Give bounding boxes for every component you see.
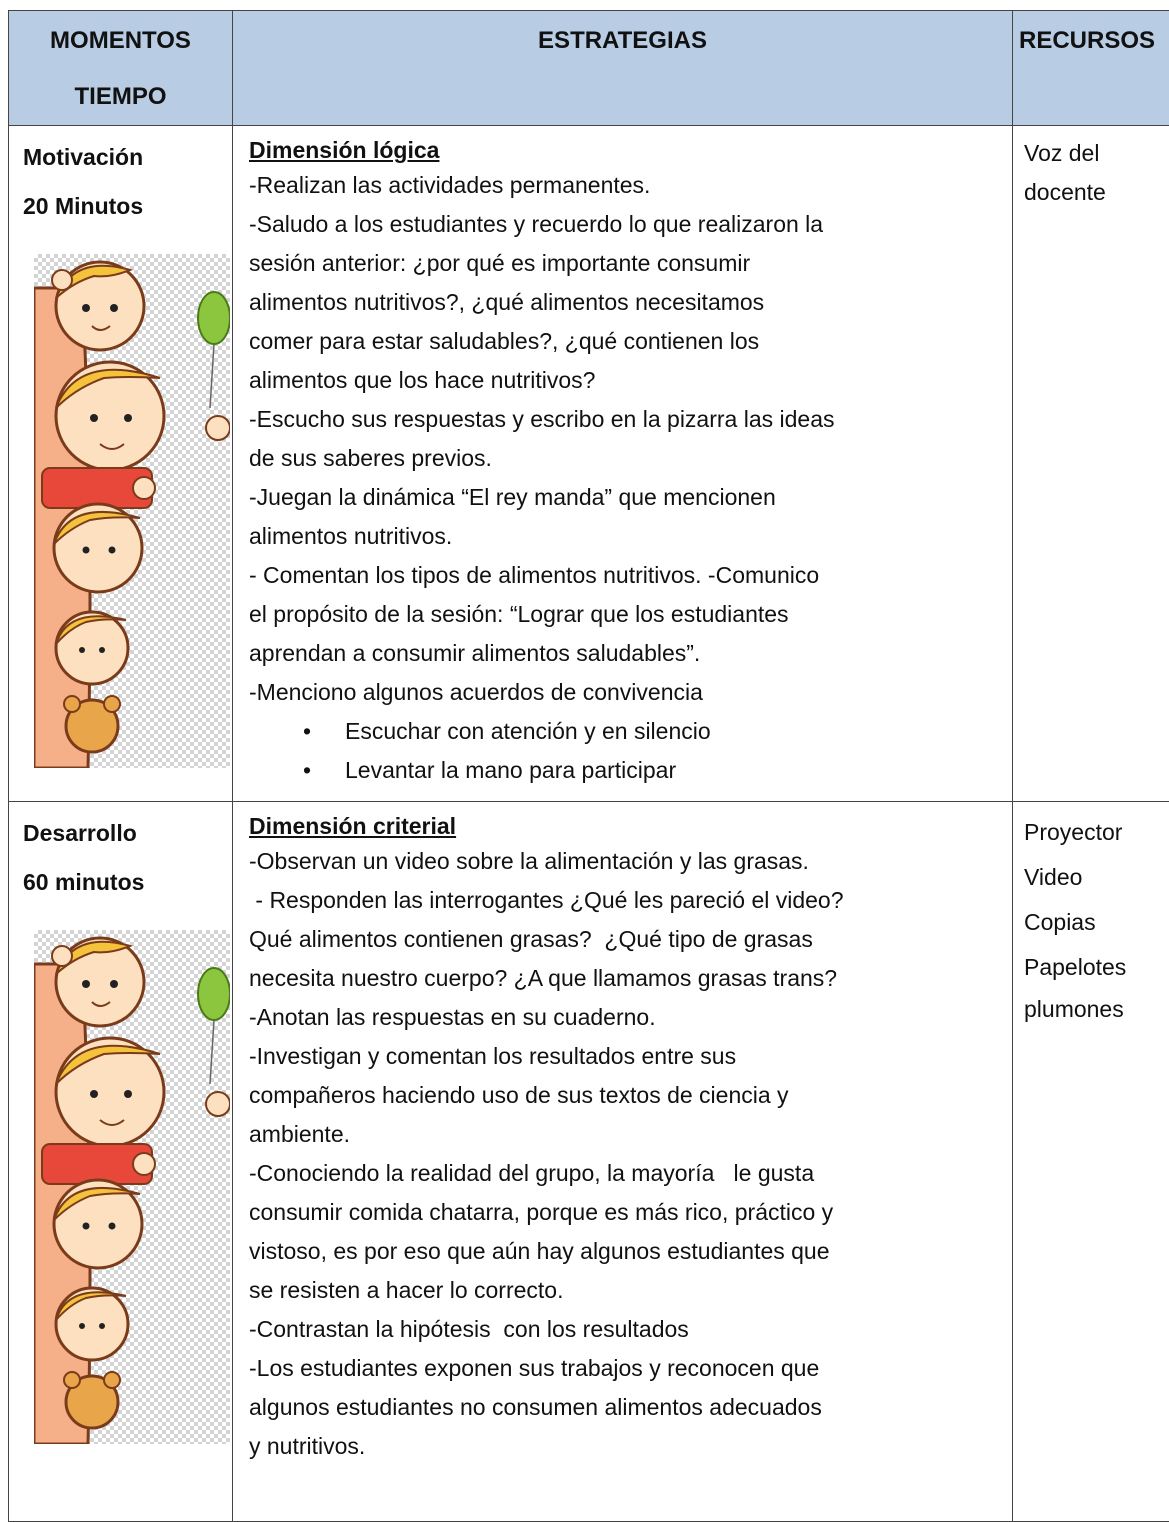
moment-name: Desarrollo — [23, 806, 232, 861]
strategy-line: de sus saberes previos. — [249, 439, 1002, 478]
moment-time: 20 Minutos — [23, 179, 232, 234]
resource-item: Voz del — [1024, 134, 1169, 173]
strategy-line: -Contrastan la hipótesis con los resulta… — [249, 1310, 1002, 1349]
moment-cell: Desarrollo 60 minutos — [9, 802, 233, 1522]
strategy-line: y nutritivos. — [249, 1427, 1002, 1466]
strategy-line: alimentos que los hace nutritivos? — [249, 361, 1002, 400]
strategy-line: necesita nuestro cuerpo? ¿A que llamamos… — [249, 959, 1002, 998]
children-illustration-graphic — [34, 248, 230, 768]
strategy-line: -Saludo a los estudiantes y recuerdo lo … — [249, 205, 1002, 244]
strategy-line: -Conociendo la realidad del grupo, la ma… — [249, 1154, 1002, 1193]
strategy-line: ambiente. — [249, 1115, 1002, 1154]
list-item: •Levantar la mano para participar — [345, 751, 1002, 790]
strategy-line: -Los estudiantes exponen sus trabajos y … — [249, 1349, 1002, 1388]
dimension-title: Dimensión criterial — [249, 810, 1002, 842]
strategies-cell: Dimensión criterial -Observan un video s… — [233, 802, 1013, 1522]
agreements-list: •Escuchar con atención y en silencio •Le… — [249, 712, 1002, 790]
table-row: Motivación 20 Minutos — [9, 126, 1169, 802]
moment-name: Motivación — [23, 130, 232, 185]
header-resources-cell: RECURSOS — [1013, 11, 1169, 126]
list-item: •Escuchar con atención y en silencio — [345, 712, 1002, 751]
resource-item: Copias — [1024, 900, 1169, 945]
strategy-line: -Investigan y comentan los resultados en… — [249, 1037, 1002, 1076]
resource-item: Papelotes — [1024, 945, 1169, 990]
strategy-line: vistoso, es por eso que aún hay algunos … — [249, 1232, 1002, 1271]
header-moment-cell: MOMENTOS TIEMPO — [9, 11, 233, 126]
resource-item: Video — [1024, 855, 1169, 900]
resource-item: docente — [1024, 173, 1169, 212]
resources-cell: Voz del docente — [1013, 126, 1169, 802]
moment-time: 60 minutos — [23, 855, 232, 910]
strategy-line: consumir comida chatarra, porque es más … — [249, 1193, 1002, 1232]
bullet-icon: • — [303, 712, 311, 751]
strategy-line: - Responden las interrogantes ¿Qué les p… — [249, 881, 1002, 920]
strategy-line: el propósito de la sesión: “Lograr que l… — [249, 595, 1002, 634]
strategy-line: -Observan un video sobre la alimentación… — [249, 842, 1002, 881]
header-time-label: TIEMPO — [9, 69, 232, 125]
moment-cell: Motivación 20 Minutos — [9, 126, 233, 802]
strategy-line: -Realizan las actividades permanentes. — [249, 166, 1002, 205]
table-row: Desarrollo 60 minutos — [9, 802, 1169, 1522]
list-item-text: Escuchar con atención y en silencio — [345, 718, 711, 744]
strategy-line: alimentos nutritivos. — [249, 517, 1002, 556]
header-row: MOMENTOS TIEMPO ESTRATEGIAS RECURSOS — [9, 11, 1169, 126]
resource-item: Proyector — [1024, 810, 1169, 855]
strategy-line: Qué alimentos contienen grasas? ¿Qué tip… — [249, 920, 1002, 959]
strategy-line: compañeros haciendo uso de sus textos de… — [249, 1076, 1002, 1115]
strategy-line: comer para estar saludables?, ¿qué conti… — [249, 322, 1002, 361]
clipped-heading-fragment — [0, 0, 1169, 10]
session-plan-table: MOMENTOS TIEMPO ESTRATEGIAS RECURSOS Mot… — [8, 10, 1169, 1522]
strategy-line: se resisten a hacer lo correcto. — [249, 1271, 1002, 1310]
header-strategies-cell: ESTRATEGIAS — [233, 11, 1013, 126]
children-peeking-illustration — [34, 924, 230, 1449]
strategy-line: - Comentan los tipos de alimentos nutrit… — [249, 556, 1002, 595]
children-peeking-illustration — [34, 248, 230, 773]
resources-cell: Proyector Video Copias Papelotes plumone… — [1013, 802, 1169, 1522]
strategy-line: -Escucho sus respuestas y escribo en la … — [249, 400, 1002, 439]
strategy-line: sesión anterior: ¿por qué es importante … — [249, 244, 1002, 283]
children-illustration-graphic — [34, 924, 230, 1444]
strategies-cell: Dimensión lógica -Realizan las actividad… — [233, 126, 1013, 802]
header-strategies-label: ESTRATEGIAS — [233, 11, 1012, 55]
strategy-line: alimentos nutritivos?, ¿qué alimentos ne… — [249, 283, 1002, 322]
dimension-title: Dimensión lógica — [249, 134, 1002, 166]
header-moment-label: MOMENTOS — [9, 13, 232, 69]
strategy-line: -Menciono algunos acuerdos de convivenci… — [249, 673, 1002, 712]
list-item-text: Levantar la mano para participar — [345, 757, 676, 783]
header-resources-label: RECURSOS — [1013, 11, 1169, 55]
resource-item: plumones — [1024, 990, 1169, 1029]
bullet-icon: • — [303, 751, 311, 790]
strategy-line: -Juegan la dinámica “El rey manda” que m… — [249, 478, 1002, 517]
strategy-line: algunos estudiantes no consumen alimento… — [249, 1388, 1002, 1427]
strategy-line: aprendan a consumir alimentos saludables… — [249, 634, 1002, 673]
strategy-line: -Anotan las respuestas en su cuaderno. — [249, 998, 1002, 1037]
